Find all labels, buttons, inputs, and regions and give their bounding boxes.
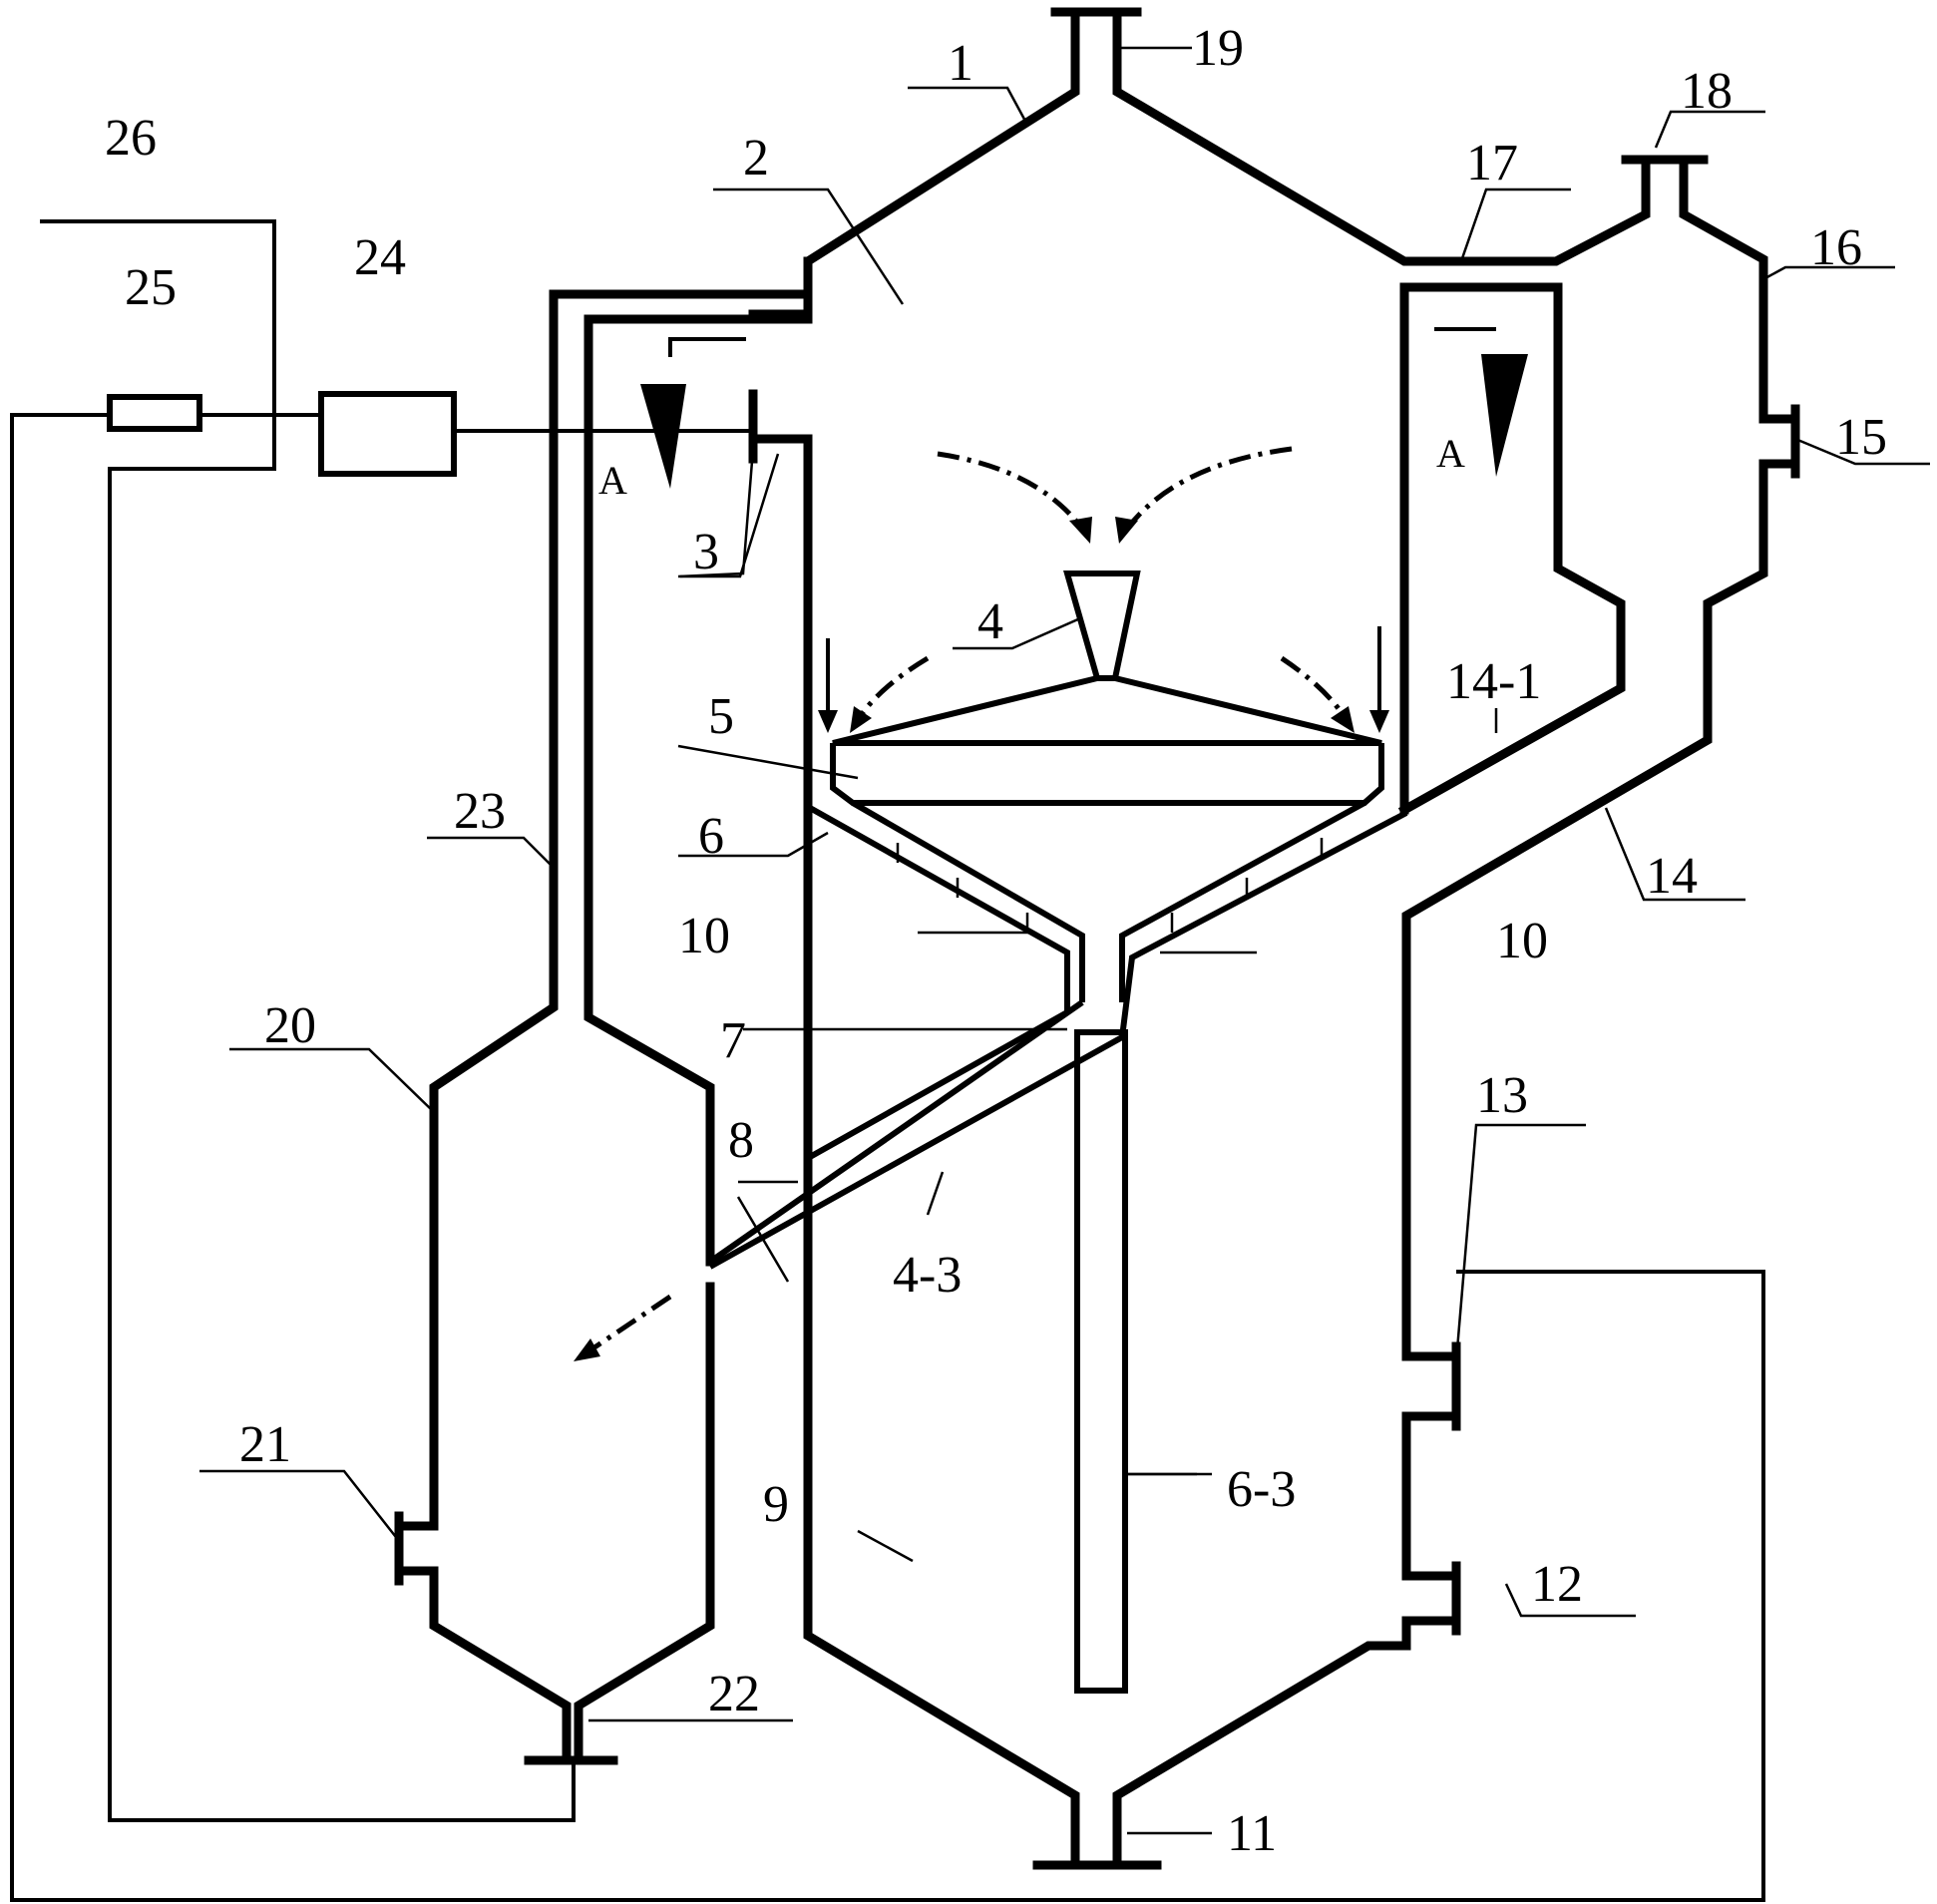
- label-24: 24: [354, 229, 406, 286]
- label-26: 26: [105, 110, 157, 167]
- label-23: 23: [454, 783, 506, 840]
- label-3: 3: [693, 524, 719, 580]
- label-25: 25: [125, 259, 177, 316]
- label-21: 21: [239, 1416, 291, 1473]
- upper-vessel: [748, 7, 1768, 1870]
- section-markers: [640, 327, 1528, 489]
- section-mark-right: A: [1436, 431, 1465, 476]
- nozzles: [748, 7, 1800, 1870]
- unit-25-box: [107, 394, 202, 432]
- label-15: 15: [1835, 409, 1887, 466]
- flow-arrows: [574, 446, 1389, 1361]
- label-5: 5: [708, 688, 734, 745]
- leader-lines: [199, 46, 1930, 1835]
- label-6-3: 6-3: [1227, 1461, 1296, 1518]
- label-4-3: 4-3: [893, 1247, 962, 1304]
- label-4: 4: [977, 593, 1003, 650]
- label-2: 2: [743, 130, 769, 187]
- label-11: 11: [1227, 1805, 1277, 1862]
- label-9: 9: [763, 1476, 789, 1533]
- label-7: 7: [720, 1012, 746, 1069]
- section-mark-left: A: [598, 458, 627, 503]
- label-20: 20: [264, 997, 316, 1054]
- label-8: 8: [728, 1112, 754, 1169]
- label-1: 1: [948, 35, 973, 92]
- label-13: 13: [1476, 1067, 1528, 1124]
- label-17: 17: [1466, 135, 1518, 191]
- label-12: 12: [1531, 1556, 1583, 1613]
- label-14-1: 14-1: [1446, 653, 1541, 710]
- label-22: 22: [708, 1666, 760, 1722]
- unit-24-box: [318, 391, 457, 477]
- label-10-left: 10: [678, 908, 730, 964]
- left-riser: [394, 256, 813, 1765]
- label-19: 19: [1192, 20, 1244, 77]
- label-14: 14: [1646, 848, 1698, 905]
- external-piping: [10, 219, 1765, 1902]
- right-downcomer: [1397, 282, 1626, 817]
- separator-internals: [708, 571, 1408, 1694]
- label-6: 6: [698, 808, 724, 865]
- label-10-right: 10: [1496, 913, 1548, 969]
- label-16: 16: [1810, 219, 1862, 276]
- callout-labels: 1 2 3 4 5 6 7 8 9 10 10 11 12 13 14 14-1…: [105, 20, 1887, 1862]
- label-18: 18: [1681, 63, 1733, 120]
